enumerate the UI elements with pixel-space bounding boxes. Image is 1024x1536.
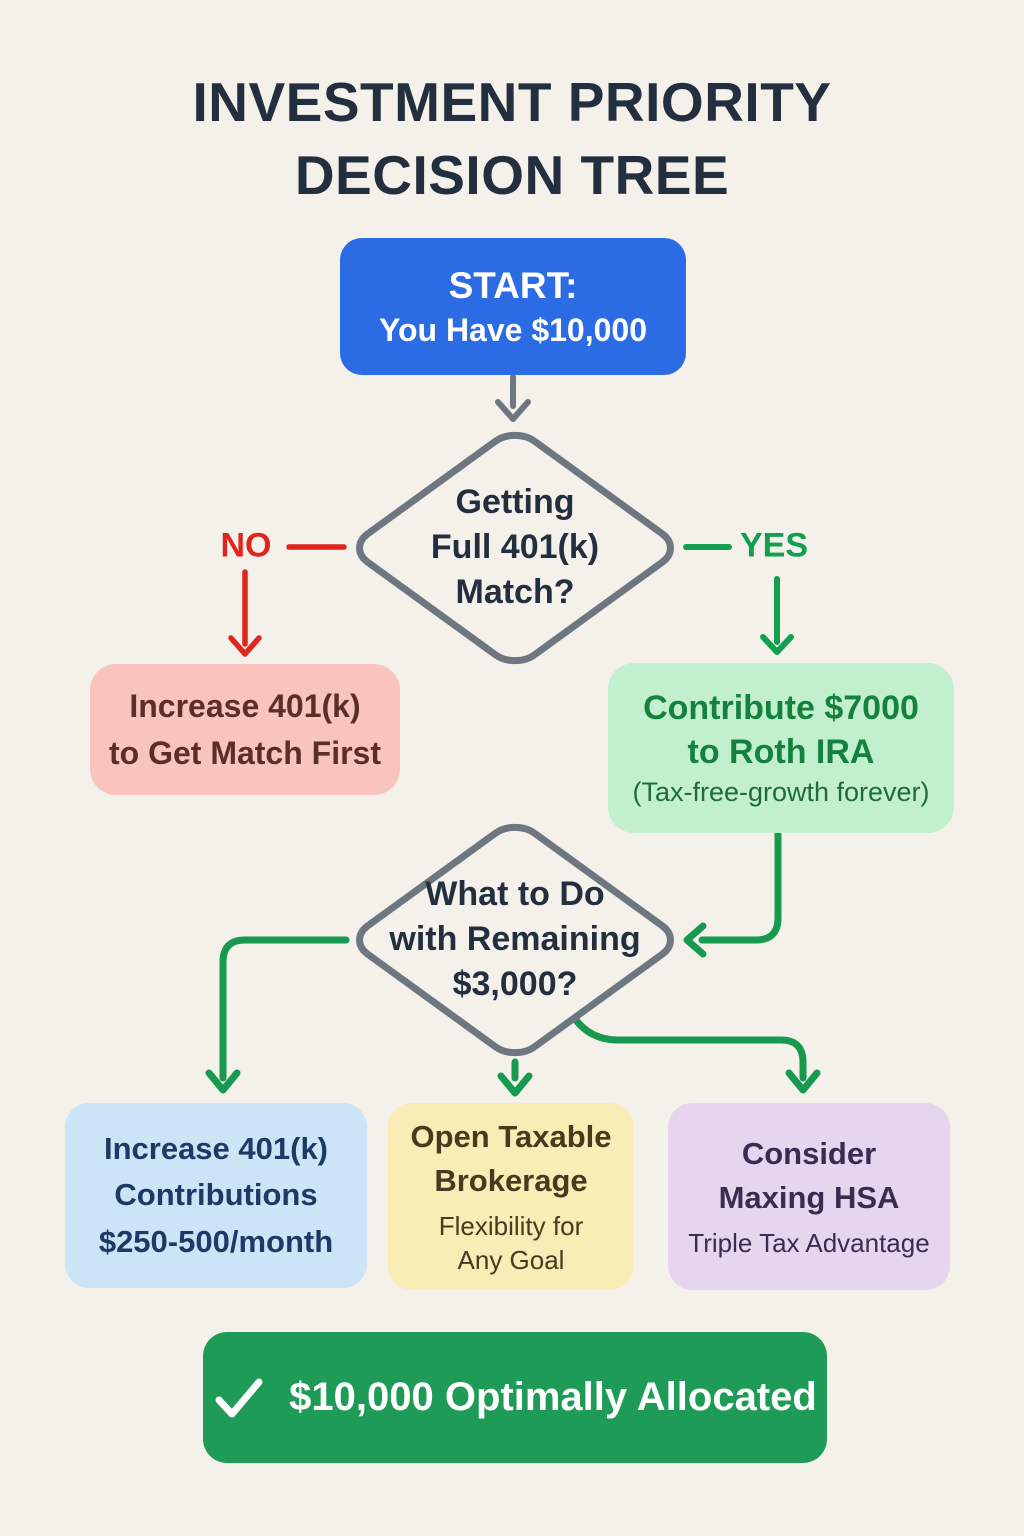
start-node-heading: START: bbox=[448, 265, 578, 307]
no-outcome-node: Increase 401(k) to Get Match First bbox=[90, 664, 400, 795]
yes-outcome-node: Contribute $7000 to Roth IRA (Tax-free-g… bbox=[608, 663, 954, 833]
yes-branch-arrow bbox=[760, 576, 794, 655]
decision-401k-match-line1: Getting bbox=[455, 483, 575, 522]
footer-banner-text: $10,000 Optimally Allocated bbox=[289, 1375, 817, 1419]
decision-remaining-line3: $3,000? bbox=[452, 965, 578, 1004]
option-hsa-node: Consider Maxing HSA Triple Tax Advantage bbox=[668, 1103, 950, 1290]
decision-401k-match-text: Getting Full 401(k) Match? bbox=[365, 480, 665, 616]
check-icon bbox=[215, 1378, 263, 1417]
decision2-to-401k-connector bbox=[205, 936, 350, 1094]
yes-outcome-line1: Contribute $7000 bbox=[643, 688, 919, 727]
option-brokerage-note2: Any Goal bbox=[457, 1244, 565, 1275]
option-401k-line2: Contributions bbox=[114, 1177, 318, 1213]
decision2-diamond bbox=[348, 819, 682, 1061]
option-brokerage-note1: Flexibility for bbox=[438, 1211, 584, 1242]
option-hsa-note: Triple Tax Advantage bbox=[688, 1227, 930, 1258]
decision-remaining-text: What to Do with Remaining $3,000? bbox=[365, 872, 665, 1008]
page-title: INVESTMENT PRIORITY DECISION TREE bbox=[0, 66, 1024, 211]
footer-banner: $10,000 Optimally Allocated bbox=[203, 1332, 827, 1463]
option-brokerage-line2: Brokerage bbox=[434, 1162, 588, 1198]
no-branch-arrow bbox=[228, 569, 262, 657]
yes-outcome-note: (Tax-free-growth forever) bbox=[632, 776, 930, 807]
option-hsa-line1: Consider bbox=[741, 1136, 877, 1172]
option-401k-line3: $250-500/month bbox=[98, 1223, 334, 1259]
yes-branch-label: YES bbox=[739, 526, 809, 565]
decision1-diamond bbox=[348, 427, 682, 669]
decision-remaining-line2: with Remaining bbox=[389, 920, 641, 959]
decision2-to-brokerage-arrow bbox=[497, 1058, 533, 1097]
page-title-line2: DECISION TREE bbox=[294, 143, 730, 206]
no-outcome-line1: Increase 401(k) bbox=[129, 688, 361, 725]
decision-401k-match-line3: Match? bbox=[455, 573, 575, 612]
option-brokerage-node: Open Taxable Brokerage Flexibility for A… bbox=[388, 1103, 634, 1290]
page-title-line1: INVESTMENT PRIORITY bbox=[192, 71, 832, 133]
start-to-decision-arrow bbox=[495, 374, 531, 422]
yes-outcome-line2: to Roth IRA bbox=[687, 732, 875, 771]
start-node-amount: You Have $10,000 bbox=[378, 311, 647, 348]
roth-to-decision2-connector bbox=[683, 830, 782, 958]
option-hsa-line2: Maxing HSA bbox=[718, 1179, 900, 1215]
decision-remaining-line1: What to Do bbox=[425, 875, 605, 914]
decision-401k-match-line2: Full 401(k) bbox=[430, 528, 600, 567]
no-outcome-line2: to Get Match First bbox=[108, 734, 381, 771]
option-401k-node: Increase 401(k) Contributions $250-500/m… bbox=[65, 1103, 367, 1288]
option-brokerage-line1: Open Taxable bbox=[410, 1119, 612, 1155]
start-node: START: You Have $10,000 bbox=[340, 238, 686, 375]
option-401k-line1: Increase 401(k) bbox=[103, 1130, 329, 1166]
no-branch-label: NO bbox=[220, 526, 272, 565]
decision2-to-hsa-connector bbox=[562, 999, 821, 1094]
